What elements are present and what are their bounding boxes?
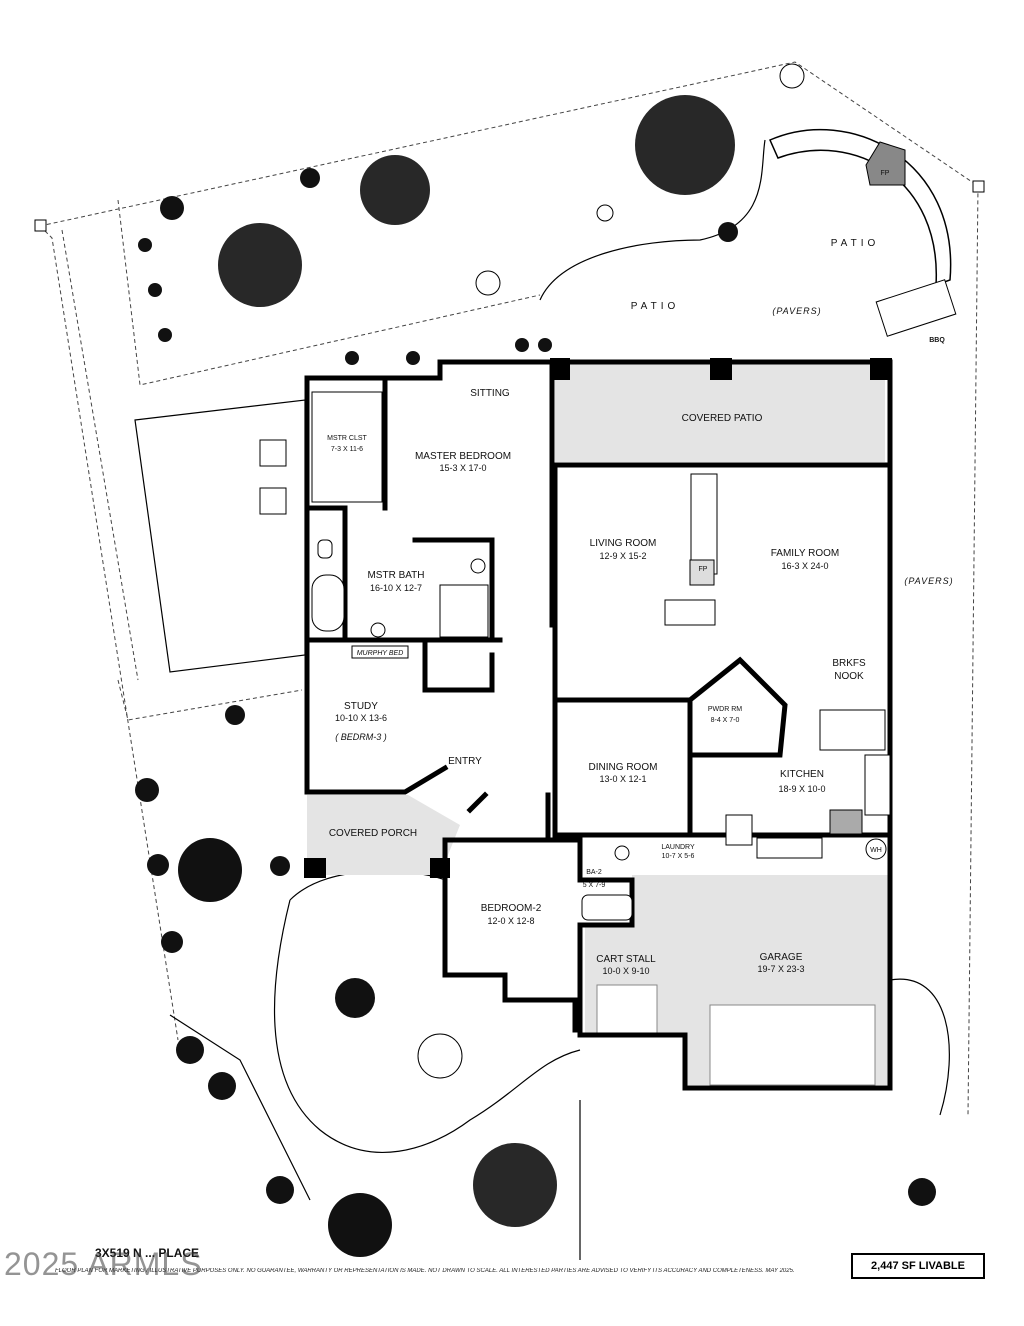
covered-porch-label: COVERED PORCH: [329, 828, 417, 839]
master-closet-label: MSTR CLST: [327, 435, 367, 442]
garage-label: GARAGE: [760, 952, 803, 963]
yard-lines: [134, 139, 950, 1260]
kitchen-label: KITCHEN: [780, 769, 824, 780]
bath2-dim: 5 X 7-9: [583, 882, 606, 889]
water-heater-label: WH: [870, 847, 882, 854]
fixtures: [259, 391, 891, 921]
study-dim: 10-10 X 13-6: [335, 713, 387, 723]
landscaping: [135, 63, 936, 1257]
outdoor-fp-label: FP: [881, 170, 890, 177]
covered-patio-label: COVERED PATIO: [682, 413, 763, 424]
master-bath-dim: 16-10 X 12-7: [370, 583, 422, 593]
watermark: 2025 ARMLS: [4, 1246, 203, 1282]
kitchen-dim: 18-9 X 10-0: [778, 784, 825, 794]
study-note: ( BEDRM-3 ): [335, 732, 387, 742]
outdoor-fireplace-arc: [769, 128, 957, 337]
living-room-dim: 12-9 X 15-2: [599, 551, 646, 561]
powder-room-dim: 8-4 X 7-0: [711, 717, 740, 724]
disclaimer-text: FLOOR PLAN FOR MARKETING / ILLUSTRATIVE …: [55, 1268, 795, 1274]
breakfast-nook-line2: NOOK: [834, 671, 864, 682]
study-label: STUDY: [344, 701, 378, 712]
labels: PATIO PATIO (PAVERS) (PAVERS) FP BBQ COV…: [327, 170, 953, 976]
laundry-dim: 10-7 X 5-6: [662, 853, 695, 860]
entry-label: ENTRY: [448, 756, 482, 767]
cart-stall-dim: 10-0 X 9-10: [602, 966, 649, 976]
master-bath-label: MSTR BATH: [367, 570, 424, 581]
master-bedroom-label: MASTER BEDROOM: [415, 451, 511, 462]
dining-room-dim: 13-0 X 12-1: [599, 774, 646, 784]
bbq-label: BBQ: [929, 337, 945, 344]
fireplace-label: FP: [699, 566, 708, 573]
laundry-label: LAUNDRY: [661, 844, 695, 851]
family-room-dim: 16-3 X 24-0: [781, 561, 828, 571]
pavers-label-side: (PAVERS): [904, 576, 953, 586]
powder-room-label: PWDR RM: [708, 706, 742, 713]
posts: [304, 358, 892, 878]
pavers-label-top: (PAVERS): [772, 306, 821, 316]
sitting-label: SITTING: [470, 388, 510, 399]
patio-label-right: PATIO: [831, 238, 880, 249]
master-bedroom-dim: 15-3 X 17-0: [439, 463, 486, 473]
dining-room-label: DINING ROOM: [589, 762, 658, 773]
master-closet-dim: 7-3 X 11-6: [331, 446, 363, 453]
lot-boundary: [34, 61, 985, 1116]
address-title: 3X519 N ... PLACE: [95, 1246, 200, 1260]
bath2-label: BA-2: [586, 869, 602, 876]
murphy-bed-label: MURPHY BED: [357, 650, 404, 657]
family-room-label: FAMILY ROOM: [771, 548, 840, 559]
covered-areas: [307, 360, 890, 1086]
bedroom2-dim: 12-0 X 12-8: [487, 916, 534, 926]
bedroom2-label: BEDROOM-2: [481, 903, 542, 914]
cart-stall-label: CART STALL: [596, 954, 656, 965]
patio-label-left: PATIO: [631, 301, 680, 312]
garage-dim: 19-7 X 23-3: [757, 964, 804, 974]
breakfast-nook-line1: BRKFS: [832, 658, 866, 669]
livable-sf-badge: 2,447 SF LIVABLE: [851, 1253, 985, 1279]
living-room-label: LIVING ROOM: [590, 538, 657, 549]
